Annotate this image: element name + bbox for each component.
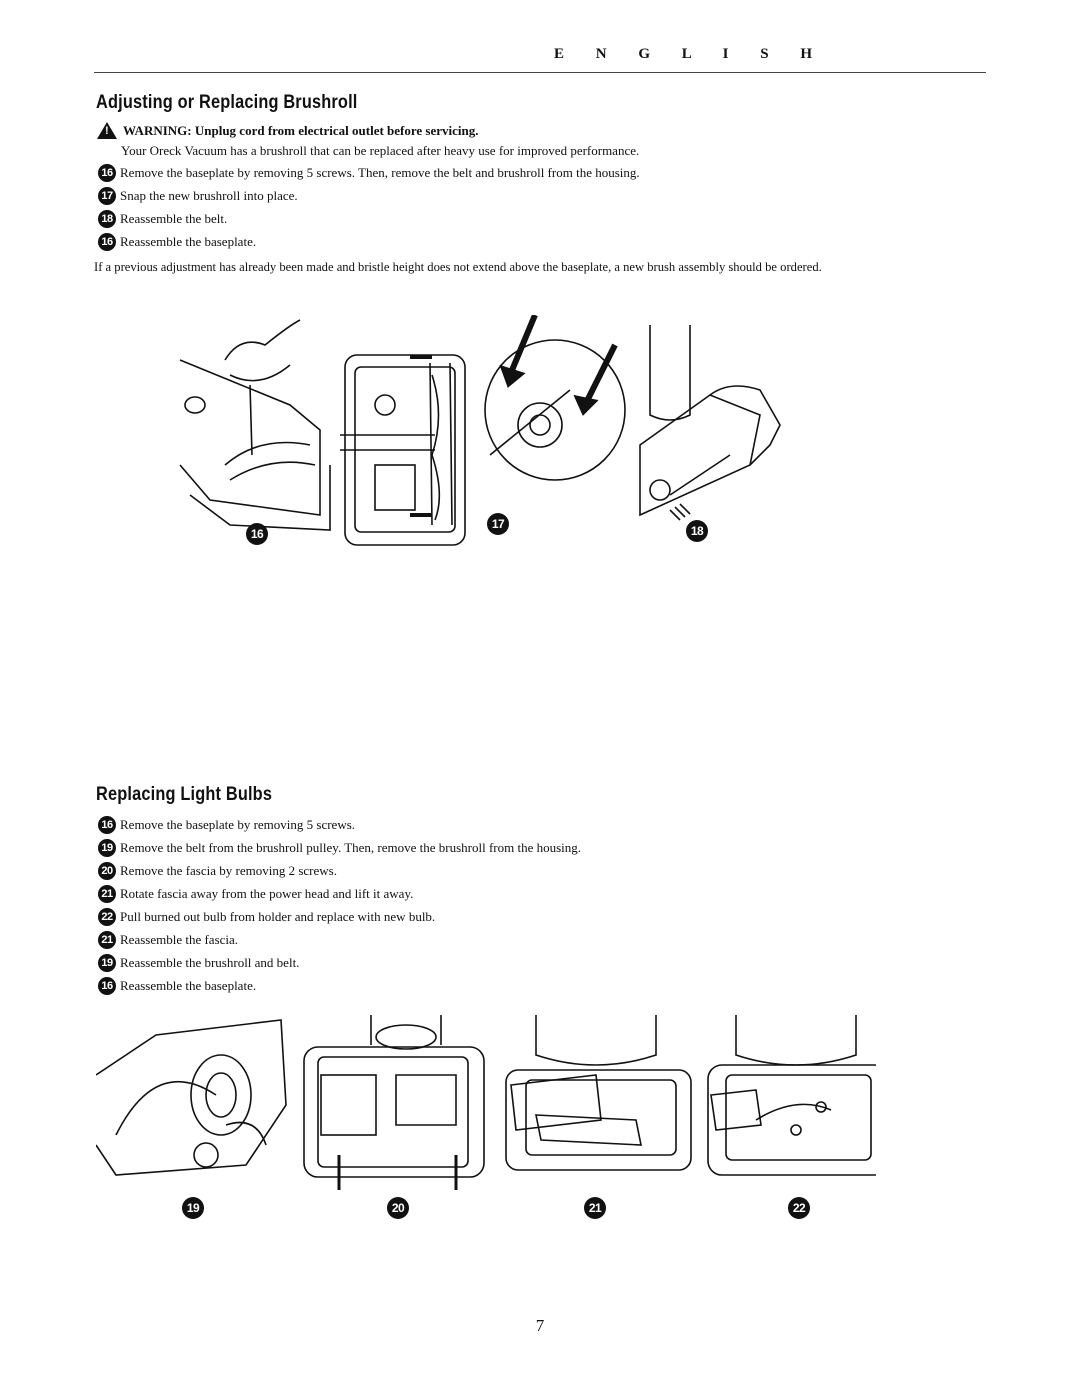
step-number-badge: 16 xyxy=(98,164,116,182)
step-number-badge: 21 xyxy=(98,885,116,903)
step-text: Reassemble the baseplate. xyxy=(120,234,257,249)
note-text: If a previous adjustment has already bee… xyxy=(94,260,822,274)
step-text: Pull burned out bulb from holder and rep… xyxy=(120,909,436,924)
warning-text: WARNING: Unplug cord from electrical out… xyxy=(123,122,479,138)
step-text: Remove the baseplate by removing 5 screw… xyxy=(120,165,640,180)
bulb-step: 20 Remove the fascia by removing 2 screw… xyxy=(98,862,337,880)
page-number: 7 xyxy=(535,1316,545,1335)
warning-line: WARNING: Unplug cord from electrical out… xyxy=(97,122,479,139)
step-number-badge: 19 xyxy=(98,839,116,857)
section-title-light-bulbs: Replacing Light Bulbs xyxy=(96,784,273,805)
step-text: Rotate fascia away from the power head a… xyxy=(120,886,414,901)
step-number-badge: 16 xyxy=(98,233,116,251)
header-rule xyxy=(94,72,986,73)
bulb-step: 16 Remove the baseplate by removing 5 sc… xyxy=(98,816,355,834)
figure-label-22: 22 xyxy=(788,1197,810,1219)
intro-text: Your Oreck Vacuum has a brushroll that c… xyxy=(121,143,640,158)
figure-label-18: 18 xyxy=(686,520,708,542)
brushroll-step: 16 Remove the baseplate by removing 5 sc… xyxy=(98,164,640,182)
figure-label-21: 21 xyxy=(584,1197,606,1219)
bulb-step: 19 Remove the belt from the brushroll pu… xyxy=(98,839,581,857)
step-number-badge: 19 xyxy=(98,954,116,972)
warning-icon xyxy=(97,122,117,139)
step-text: Remove the baseplate by removing 5 screw… xyxy=(120,817,356,832)
step-number-badge: 16 xyxy=(98,816,116,834)
bulb-step: 21 Reassemble the fascia. xyxy=(98,931,238,949)
step-text: Reassemble the baseplate. xyxy=(120,978,257,993)
step-text: Remove the belt from the brushroll pulle… xyxy=(120,840,582,855)
figure-label-19: 19 xyxy=(182,1197,204,1219)
step-number-badge: 21 xyxy=(98,931,116,949)
section-title-brushroll: Adjusting or Replacing Brushroll xyxy=(96,92,358,113)
bulb-step: 16 Reassemble the baseplate. xyxy=(98,977,256,995)
figure-label-17: 17 xyxy=(487,513,509,535)
step-number-badge: 16 xyxy=(98,977,116,995)
bulb-step: 22 Pull burned out bulb from holder and … xyxy=(98,908,435,926)
step-text: Reassemble the fascia. xyxy=(120,932,239,947)
brushroll-illustrations xyxy=(179,315,781,546)
step-number-badge: 20 xyxy=(98,862,116,880)
bulb-step: 21 Rotate fascia away from the power hea… xyxy=(98,885,413,903)
light-bulb-illustrations xyxy=(96,1015,876,1190)
step-text: Snap the new brushroll into place. xyxy=(120,188,298,203)
step-text: Remove the fascia by removing 2 screws. xyxy=(120,863,337,878)
figure-label-16: 16 xyxy=(246,523,268,545)
bulb-step: 19 Reassemble the brushroll and belt. xyxy=(98,954,299,972)
figure-label-20: 20 xyxy=(387,1197,409,1219)
brushroll-step: 16 Reassemble the baseplate. xyxy=(98,233,256,251)
brushroll-step: 18 Reassemble the belt. xyxy=(98,210,227,228)
step-text: Reassemble the brushroll and belt. xyxy=(120,955,300,970)
brushroll-step: 17 Snap the new brushroll into place. xyxy=(98,187,298,205)
step-text: Reassemble the belt. xyxy=(120,211,228,226)
step-number-badge: 22 xyxy=(98,908,116,926)
language-header: E N G L I S H xyxy=(553,46,827,62)
step-number-badge: 18 xyxy=(98,210,116,228)
step-number-badge: 17 xyxy=(98,187,116,205)
